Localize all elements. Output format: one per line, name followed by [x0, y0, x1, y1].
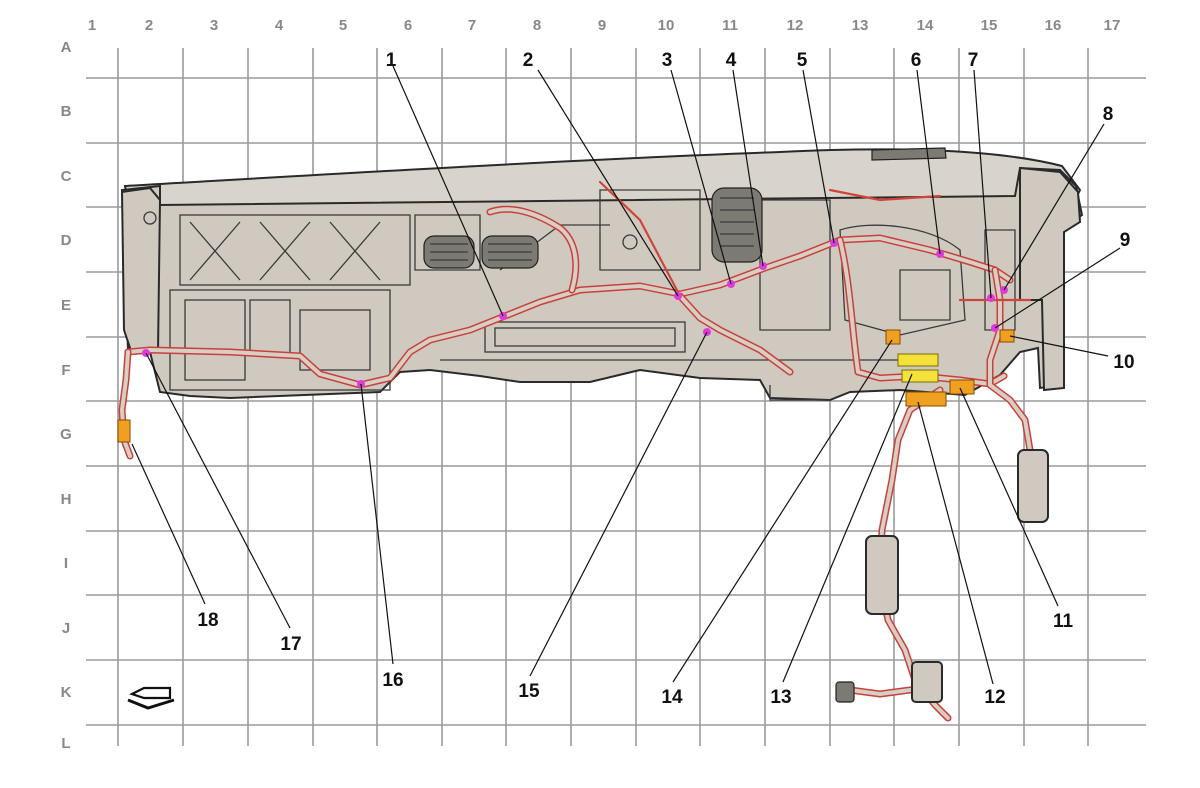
dash-left-end: [120, 186, 162, 356]
callout-2: 2: [523, 50, 534, 71]
row-label: B: [61, 103, 72, 120]
row-label: J: [62, 620, 70, 637]
callout-7: 7: [968, 50, 979, 71]
column-label: 2: [145, 17, 153, 34]
callout-11: 11: [1053, 611, 1074, 632]
column-label: 5: [339, 17, 347, 34]
row-label: E: [61, 297, 71, 314]
bottom-module: [911, 661, 943, 703]
callout-8: 8: [1103, 104, 1114, 125]
center-vents: [423, 187, 763, 269]
callout-1: 1: [386, 50, 397, 71]
row-label: K: [61, 684, 72, 701]
row-label: G: [60, 426, 72, 443]
column-label: 15: [981, 17, 998, 34]
column-label: 6: [404, 17, 412, 34]
connector-block: [999, 329, 1015, 343]
callout-17: 17: [280, 634, 301, 655]
dash-structure-details: [143, 189, 1016, 401]
instrument-panel: [120, 147, 1084, 402]
row-label: C: [61, 168, 72, 185]
callout-6: 6: [911, 50, 922, 71]
connector-block: [117, 419, 131, 443]
row-label: A: [61, 39, 72, 56]
column-label: 7: [468, 17, 476, 34]
connector-block: [901, 369, 939, 383]
callout-4: 4: [726, 50, 737, 71]
column-label: 16: [1045, 17, 1062, 34]
column-label: 8: [533, 17, 541, 34]
callout-15: 15: [518, 681, 540, 702]
right-module: [1017, 449, 1049, 523]
bottom-left-connector: [835, 681, 855, 703]
column-label: 12: [787, 17, 804, 34]
callout-9: 9: [1120, 230, 1131, 251]
row-label: D: [61, 232, 72, 249]
callout-3: 3: [662, 50, 673, 71]
connector-block: [897, 353, 939, 367]
row-label: I: [64, 555, 68, 572]
row-label: F: [61, 362, 70, 379]
defrost-vent: [871, 147, 947, 161]
connector-block: [949, 379, 975, 395]
dash-top-pad: [123, 148, 1082, 214]
harness-thin-wire: [598, 180, 682, 298]
connector-block: [905, 391, 947, 407]
callout-10: 10: [1113, 352, 1134, 373]
row-label: H: [61, 491, 72, 508]
callout-16: 16: [382, 670, 403, 691]
callout-14: 14: [661, 687, 683, 708]
column-label: 4: [275, 17, 284, 34]
callout-13: 13: [770, 687, 791, 708]
harness-thin-wire: [828, 188, 942, 202]
column-label: 1: [88, 17, 96, 34]
wiring-harness: [117, 180, 1049, 722]
column-label: 3: [210, 17, 218, 34]
row-label: L: [61, 735, 70, 752]
column-label: 13: [852, 17, 869, 34]
dash-main-body: [120, 166, 1084, 402]
front-direction-arrow-icon: [127, 686, 175, 710]
column-label: 14: [917, 17, 934, 34]
column-label: 11: [722, 17, 738, 34]
connector-block: [885, 329, 901, 345]
lower-module: [865, 535, 899, 615]
leader-lines: [131, 65, 1121, 685]
callout-labels: 1 2 3 4 5 6 7 8 9 10 11 12 13 14 15 16 1…: [197, 50, 1134, 708]
callout-5: 5: [797, 50, 808, 71]
grid-column-labels: 1 2 3 4 5 6 7 8 9 10 11 12 13 14 15 16 1…: [88, 17, 1121, 34]
callout-18: 18: [197, 610, 218, 631]
callout-12: 12: [984, 687, 1005, 708]
column-label: 9: [598, 17, 606, 34]
vent-right: [711, 187, 763, 263]
grid-row-labels: A B C D E F G H I J K L: [60, 39, 72, 752]
column-label: 10: [658, 17, 675, 34]
column-label: 17: [1104, 17, 1121, 34]
